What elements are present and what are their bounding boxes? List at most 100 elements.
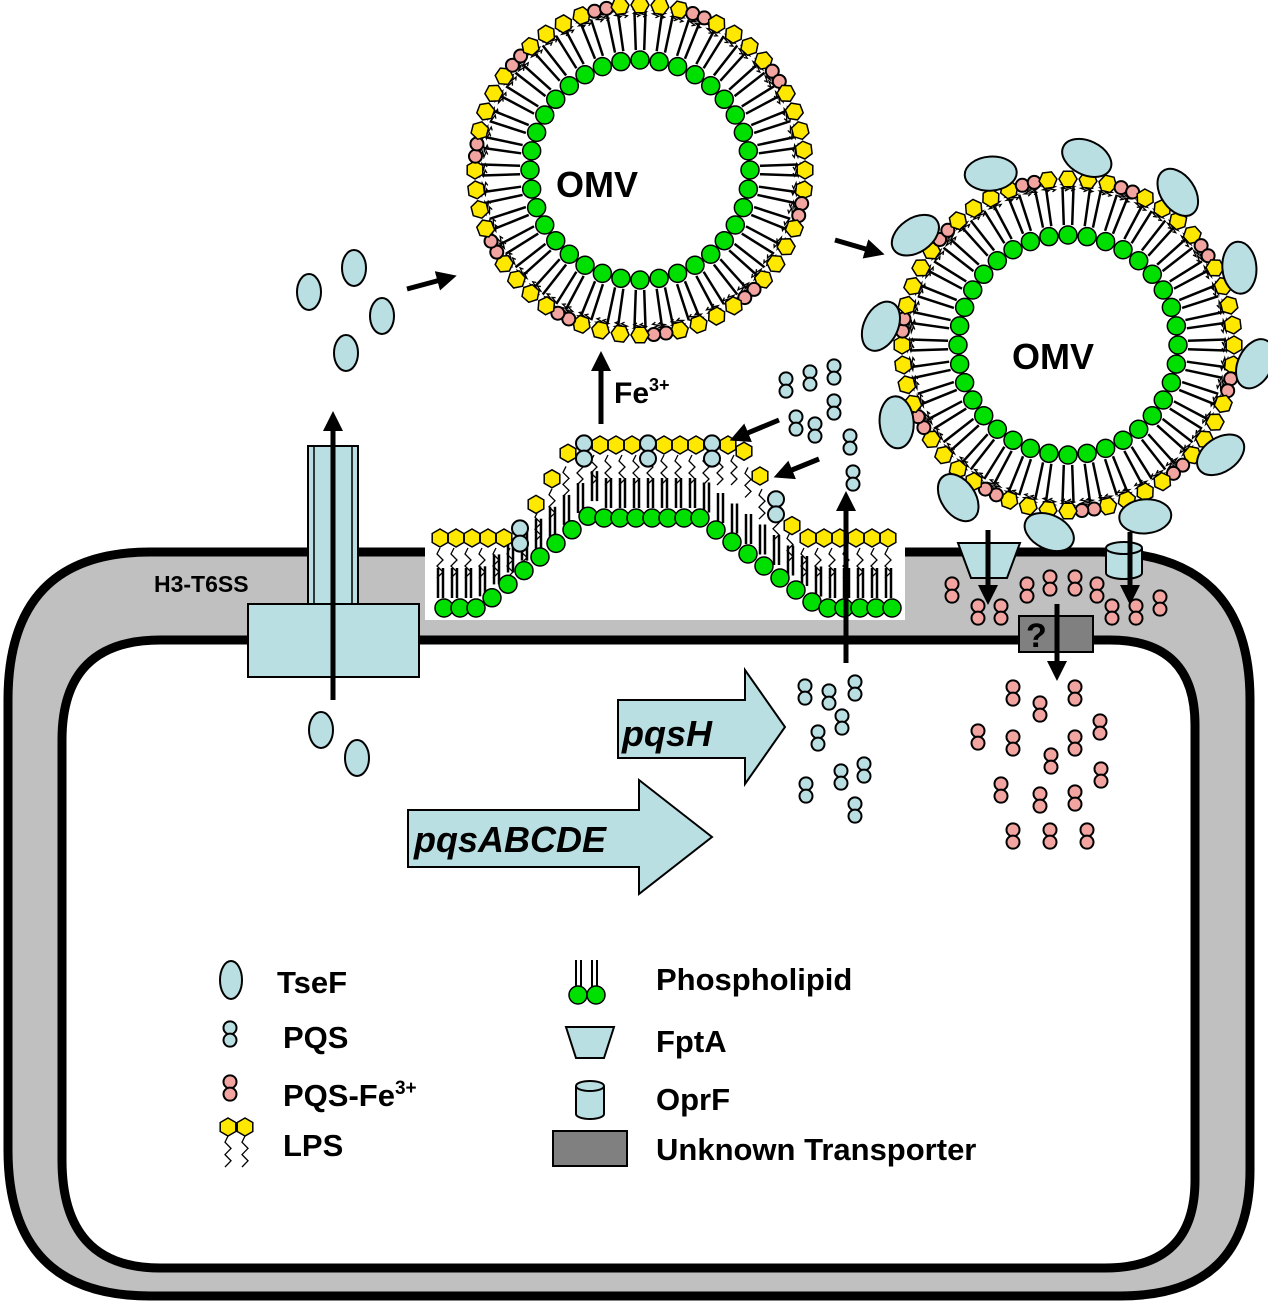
phospholipid-tail	[564, 275, 585, 311]
pqs-fe-in-omv	[483, 233, 505, 260]
phospholipid-head	[754, 556, 774, 576]
phospholipid-head	[1058, 225, 1078, 245]
lps-head	[815, 528, 833, 548]
lps-head	[687, 435, 705, 455]
phospholipid-head	[714, 89, 735, 110]
lps-head	[623, 435, 641, 455]
lps-head	[1098, 174, 1118, 194]
phospholipid-head	[954, 297, 975, 318]
phospholipid-tail	[913, 368, 951, 380]
phospholipid-tail	[750, 109, 787, 127]
h3-t6ss-complex	[247, 411, 420, 700]
phospholipid-tail	[733, 71, 766, 98]
phospholipid-tail	[633, 12, 638, 51]
phospholipid-tail	[921, 388, 958, 406]
phospholipid-tail	[533, 258, 561, 289]
lps-head	[475, 102, 496, 121]
phospholipid-tail	[485, 193, 523, 205]
phospholipid-head	[578, 506, 598, 526]
pqs-fe-molecule	[1019, 576, 1035, 604]
phospholipid-tail	[1169, 260, 1203, 283]
tsef-on-omv	[1235, 338, 1268, 390]
phospholipid-tail	[728, 249, 759, 277]
phospholipid-tail	[663, 287, 675, 325]
pqs-fe-molecule	[1089, 576, 1105, 604]
lps-head	[897, 375, 917, 395]
pqs-fe-molecule	[1067, 729, 1083, 757]
phospholipid-head	[786, 580, 806, 600]
lps-tail	[224, 1135, 232, 1168]
phospholipid-tail	[917, 380, 955, 395]
phospholipid-head	[559, 75, 580, 96]
phospholipid-head	[722, 532, 742, 552]
pqs-fe-in-omv	[1113, 180, 1141, 200]
phospholipid-tail	[992, 450, 1013, 486]
lps-head	[591, 435, 609, 455]
lps-head	[467, 180, 486, 200]
lps-head	[431, 528, 449, 548]
lps-head	[934, 445, 954, 465]
pqs-fe-molecule	[1042, 569, 1058, 597]
tsef-on-omv	[860, 300, 901, 352]
pqs-molecule	[802, 364, 818, 392]
lps-tail	[744, 467, 752, 498]
legend-item-pqs: PQS	[222, 1020, 348, 1055]
phospholipid-tail	[702, 271, 725, 305]
phospholipid-head	[1153, 280, 1174, 300]
phospholipid-tail	[1140, 219, 1167, 252]
phospholipid-head	[962, 390, 983, 410]
tsef-on-omv	[1118, 498, 1173, 535]
omv-to-omv-arrow	[834, 237, 885, 259]
legend-item-oprf: OprF	[575, 1080, 730, 1120]
phospholipid-tail	[642, 12, 647, 51]
lps-head	[776, 84, 796, 103]
phospholipid-tail	[750, 213, 787, 231]
pqs-molecule	[778, 371, 794, 399]
phospholipid-tail	[499, 225, 535, 246]
inner-membrane	[57, 635, 1200, 1273]
pqs-fe-in-omv	[550, 305, 577, 327]
phospholipid-head	[630, 270, 650, 290]
phospholipid-tail	[911, 321, 950, 330]
phospholipid-tail	[1173, 269, 1209, 290]
lps-head	[537, 24, 556, 45]
pqs-fe-in-omv	[1074, 501, 1102, 519]
phospholipid-tail	[712, 44, 739, 77]
phospholipid-tail	[683, 23, 701, 60]
phospholipid-tail	[533, 51, 561, 82]
phospholipid-tail	[753, 120, 791, 135]
phospholipid-head	[1168, 335, 1188, 355]
phospholipid-tail	[917, 295, 955, 310]
legend-item-pqs-fe: PQS-Fe3+	[222, 1074, 417, 1113]
omv-top-label: OMV	[556, 164, 638, 205]
phospholipid-tail	[759, 172, 798, 177]
phospholipid-head	[733, 197, 754, 218]
phospholipid-head	[649, 268, 669, 289]
phospholipid-tail	[1161, 246, 1194, 273]
lps-head	[671, 435, 689, 455]
pqs-insert-arrow-2	[773, 456, 820, 480]
lps-head	[479, 528, 497, 548]
phospholipid-tail	[753, 205, 791, 220]
phospholipid-tail	[521, 249, 552, 277]
phospholipid-head	[725, 215, 746, 235]
phospholipid-tail	[1083, 463, 1092, 502]
phospholipid-head	[1128, 250, 1149, 271]
phospholipid-tail	[921, 284, 958, 302]
lps-head	[911, 259, 931, 277]
phospholipid-head	[545, 230, 566, 251]
phospholipid-head	[1113, 239, 1133, 260]
lps-head	[1058, 170, 1078, 188]
legend-item-lps: LPS	[219, 1117, 343, 1168]
lps-head	[799, 528, 817, 548]
phospholipid-tail	[1103, 194, 1118, 232]
phospholipid-tail	[712, 263, 739, 296]
phospholipid-head	[1166, 354, 1187, 374]
lps-head	[794, 180, 813, 200]
lps-head	[776, 237, 796, 256]
lps-head	[784, 219, 805, 238]
phospholipid-tail	[1161, 417, 1194, 444]
phospholipid-tail	[482, 172, 521, 177]
phospholipid-head	[738, 544, 758, 564]
pqs-fe-molecule	[1005, 679, 1021, 707]
